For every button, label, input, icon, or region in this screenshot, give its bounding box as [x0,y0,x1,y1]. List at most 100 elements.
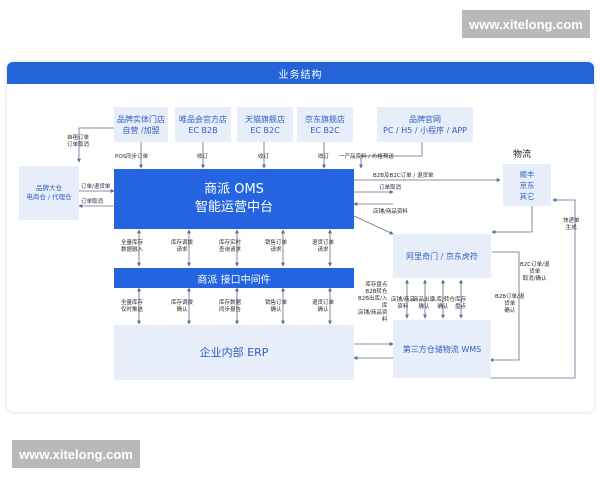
label-wms-up-1b: 资料 [397,304,409,310]
label-wms-up-4b: 盘点 [455,304,467,310]
label-oms-mid-5a: 退货订单 [312,240,335,246]
watermark-bottom: www.xitelong.com [12,440,140,468]
label-pos-sync: POS同步订单 [115,154,149,160]
label-mid-erp-3a: 库存数据 [219,300,242,306]
label-wms-up-4a: 库存 [455,297,467,303]
node-website-sub: PC / H5 / 小程序 / APP [383,125,467,135]
label-order-cancel: 订单取消 [379,185,402,191]
label-mid-erp-5b: 确认 [317,307,329,313]
node-vip-sub: EC B2B [188,125,218,135]
label-mid-erp-4: 销售订单 确认 [265,300,287,314]
label-oms-mid-2: 库存调拨 请求 [171,240,193,254]
label-mid-erp-5: 退货订单 确认 [312,300,334,314]
label-wh-order: 订单/退货单 [81,184,111,190]
node-erp: 企业内部 ERP [114,325,354,380]
label-mid-erp-4b: 确认 [270,307,282,313]
diagram-frame: 业务结构 [7,62,594,412]
label-mid-erp-4a: 销售订单 [265,300,288,306]
label-express-1: 快递单 [563,218,580,224]
node-middleware-title: 商派 接口中间件 [197,274,271,286]
watermark-top: www.xitelong.com [462,10,590,38]
node-vip-title: 唯品会官方店 [179,114,227,124]
logistics-other: 其它 [519,191,535,201]
label-product-info: 一产品资料 / 价格预送 [339,154,394,160]
label-wms-up-2a: 商品出库 [413,297,436,303]
label-qimen-down-6: 料 [381,317,388,323]
label-wms-up-1: 店铺/商品 资料 [391,297,415,311]
node-qimen: 阿里奇门 / 京东虎符 [393,234,491,278]
node-jd-store-sub: EC B2C [310,125,340,135]
label-qimen-down-2: B2B转仓 [365,289,388,295]
label-b2b-side-2: 货单 [504,301,516,307]
label-b2b-side: B2B订单/退 货单 确认 [495,294,524,315]
label-express-2: 生成 [565,225,577,231]
label-mid-erp-2b: 确认 [176,307,188,313]
node-erp-title: 企业内部 ERP [199,346,269,359]
label-oms-mid-1: 全量库存 数据融入 [121,240,143,254]
label-oms-mid-4b: 请求 [270,247,282,253]
label-wms-up-3a: 入库/转仓 [431,297,455,303]
label-qimen-down: 库存盘点 B2B转仓 B2B出库/入 库 店铺/商品资 料 [358,282,387,324]
label-wms-up-2: 商品出库 确认 [413,297,435,311]
label-qimen-down-1: 库存盘点 [365,282,388,288]
label-express: 快递单 生成 [563,218,580,232]
node-warehouse-title: 品牌大仓 [36,184,62,192]
label-b2b-b2c: B2B及B2C订单 / 退货单 [373,173,434,179]
node-brand-store: 品牌实体门店 自营 /加盟 [114,107,168,142]
label-b2c-side-2: 货单 [529,269,541,275]
label-wh-cancel: 订单取消 [81,199,104,205]
label-qimen-down-4: 库 [381,303,388,309]
label-oms-mid-1b: 数据融入 [121,247,144,253]
label-oms-mid-3a: 库存实时 [219,240,242,246]
label-b2c-side-1: B2C订单/退 [520,262,550,268]
diagram-title: 业务结构 [7,62,594,84]
label-oms-mid-4a: 销售订单 [265,240,288,246]
logistics-jd: 京东 [519,180,535,190]
label-tmall-order: 收订 [258,154,270,160]
label-b2b-side-1: B2B订单/退 [495,294,525,300]
label-oms-mid-4: 销售订单 请求 [265,240,287,254]
node-vip: 唯品会官方店 EC B2B [175,107,231,142]
node-brand-store-sub: 自营 /加盟 [122,125,160,135]
label-wms-up-4: 库存 盘点 [455,297,466,311]
label-oms-mid-2b: 请求 [176,247,188,253]
node-logistics: 顺丰 京东 其它 [503,164,551,206]
node-oms: 商派 OMS 智能运营中台 [114,169,354,229]
label-mid-erp-1a: 全量库存 [121,300,144,306]
node-jd-store: 京东旗舰店 EC B2C [297,107,353,142]
label-oms-mid-3: 库存实时 查询请求 [219,240,241,254]
node-tmall-sub: EC B2C [250,125,280,135]
label-oms-mid-1a: 全量库存 [121,240,144,246]
label-wms-up-1a: 店铺/商品 [391,297,415,303]
node-brand-warehouse: 品牌大仓 电商仓 / 代理仓 [19,166,79,220]
label-self-order-2: 订单取消 [67,142,90,148]
label-jd-order: 收订 [318,154,330,160]
label-store-info: 店铺/商品资料 [373,209,408,215]
label-wms-up-3: 入库/转仓 确认 [431,297,455,311]
node-tmall: 天猫旗舰店 EC B2C [237,107,293,142]
node-jd-store-title: 京东旗舰店 [305,114,345,124]
label-qimen-down-5: 店铺/商品资 [358,310,388,316]
label-oms-mid-2a: 库存调拨 [171,240,194,246]
node-oms-sub: 智能运营中台 [194,200,273,215]
node-tmall-title: 天猫旗舰店 [245,114,285,124]
label-self-order-1: 自祖订单 [67,135,90,141]
node-oms-title: 商派 OMS [204,182,264,197]
label-mid-erp-2: 库存调拨 确认 [171,300,193,314]
label-mid-erp-2a: 库存调拨 [171,300,194,306]
label-b2c-side: B2C订单/退 货单 取消/确认 [520,262,549,283]
node-brand-store-title: 品牌实体门店 [117,114,165,124]
node-warehouse-sub: 电商仓 / 代理仓 [26,193,72,201]
label-mid-erp-1b: 仅时推送 [121,307,144,313]
node-qimen-title: 阿里奇门 / 京东虎符 [406,251,478,261]
label-vip-order: 收订 [197,154,209,160]
logistics-sf: 顺丰 [519,169,535,179]
node-middleware: 商派 接口中间件 [114,268,354,288]
node-wms: 第三方仓储物流 WMS [393,320,491,378]
label-b2b-side-3: 确认 [504,308,516,314]
label-oms-mid-3b: 查询请求 [219,247,242,253]
label-self-order: 自祖订单 订单取消 [67,135,89,149]
node-website-title: 品牌官网 [409,114,441,124]
node-wms-title: 第三方仓储物流 WMS [402,344,482,354]
label-oms-mid-5b: 请求 [317,247,329,253]
